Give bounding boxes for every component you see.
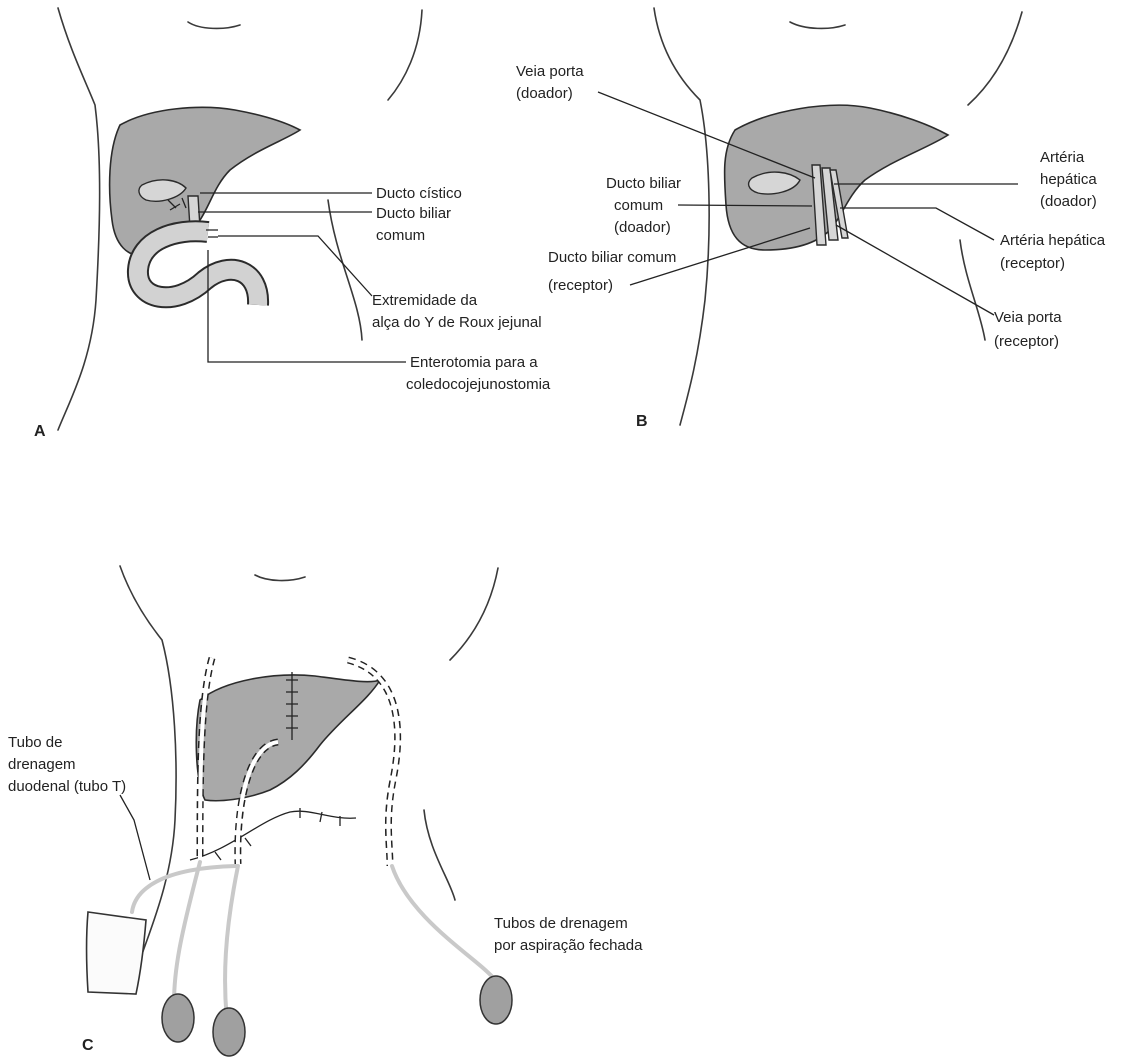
label-arteria-doador-3: (doador)	[1040, 193, 1097, 210]
label-tubo-t-3: duodenal (tubo T)	[8, 778, 126, 795]
label-ducto-biliar-a-2: comum	[376, 227, 425, 244]
panel-letter-c: C	[82, 1037, 94, 1054]
label-tubo-t-1: Tubo de	[8, 734, 63, 751]
label-enterotomia-1: Enterotomia para a	[410, 354, 538, 371]
panel-a: Ducto cístico Ducto biliar comum Extremi…	[34, 8, 551, 440]
label-arteria-doador-1: Artéria	[1040, 149, 1085, 166]
label-arteria-receptor-2: (receptor)	[1000, 255, 1065, 272]
label-veia-porta-doador-1: Veia porta	[516, 63, 584, 80]
label-arteria-receptor-1: Artéria hepática	[1000, 232, 1106, 249]
label-tubos-drenagem-1: Tubos de drenagem	[494, 915, 628, 932]
label-ducto-receptor-1: Ducto biliar comum	[548, 249, 676, 266]
label-veia-porta-receptor-2: (receptor)	[994, 333, 1059, 350]
liver-c	[196, 675, 380, 801]
label-ducto-doador-3: (doador)	[614, 219, 671, 236]
label-ducto-cistico: Ducto cístico	[376, 185, 462, 202]
suction-bulbs-c	[162, 976, 512, 1056]
torso-outline-c	[120, 566, 498, 960]
label-tubos-drenagem-2: por aspiração fechada	[494, 937, 643, 954]
label-ducto-doador-1: Ducto biliar	[606, 175, 681, 192]
label-ducto-doador-2: comum	[614, 197, 663, 214]
label-enterotomia-2: coledocojejunostomia	[406, 376, 551, 393]
label-extremidade-2: alça do Y de Roux jejunal	[372, 314, 542, 331]
drain-bag-c	[87, 912, 147, 994]
label-veia-porta-receptor-1: Veia porta	[994, 309, 1062, 326]
panel-b: Veia porta (doador) Ducto biliar comum (…	[516, 8, 1106, 430]
label-arteria-doador-2: hepática	[1040, 171, 1097, 188]
label-tubo-t-2: drenagem	[8, 756, 76, 773]
label-ducto-receptor-2: (receptor)	[548, 277, 613, 294]
label-extremidade-1: Extremidade da	[372, 292, 478, 309]
label-veia-porta-doador-2: (doador)	[516, 85, 573, 102]
roux-loop-a	[138, 230, 258, 305]
panel-c: Tubo de drenagem duodenal (tubo T) Tubos…	[8, 566, 643, 1056]
label-ducto-biliar-a-1: Ducto biliar	[376, 205, 451, 222]
panel-letter-a: A	[34, 423, 46, 440]
leaders-c	[120, 795, 150, 880]
panel-letter-b: B	[636, 413, 648, 430]
